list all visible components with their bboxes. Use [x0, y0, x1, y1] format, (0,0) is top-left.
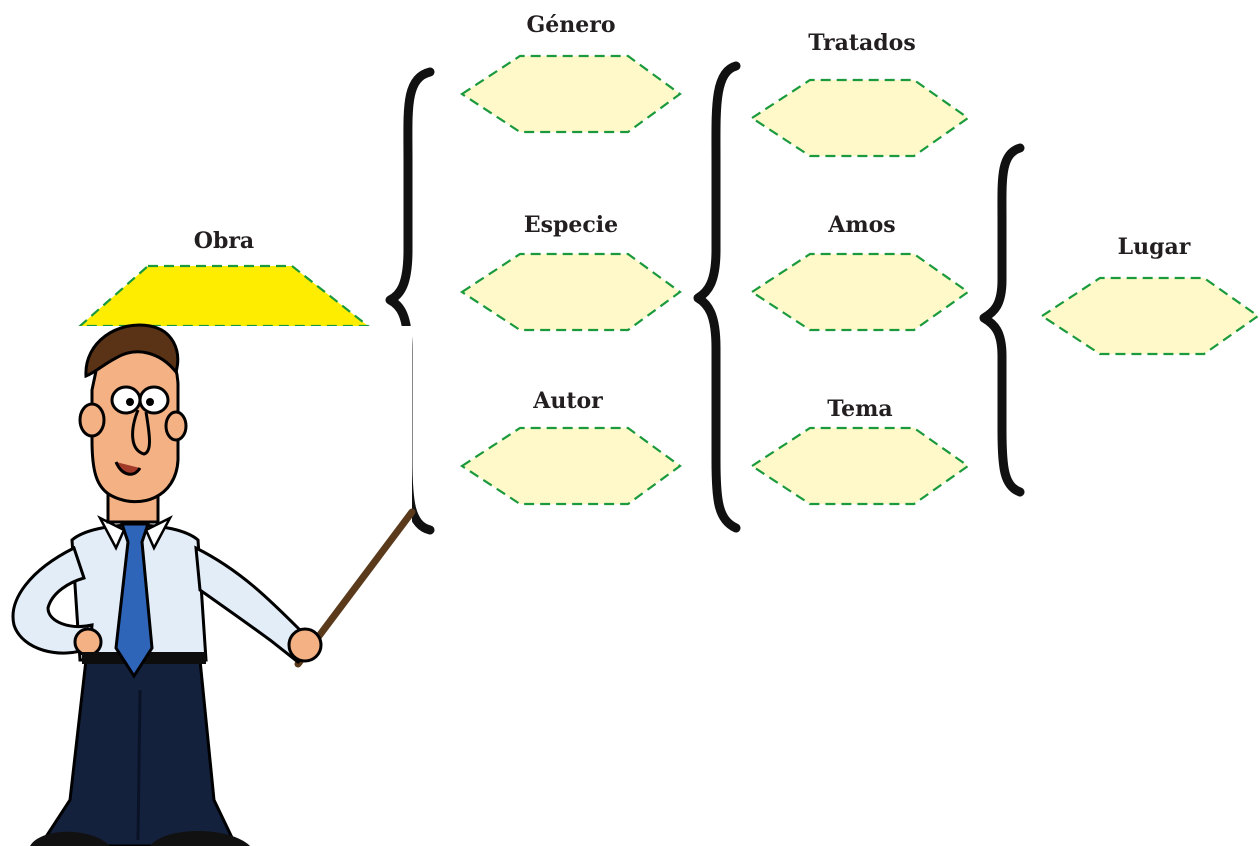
label-genero: Género [526, 12, 615, 38]
label-tratados: Tratados [808, 30, 915, 56]
label-amos: Amos [828, 212, 895, 238]
label-tema: Tema [827, 396, 892, 422]
label-obra: Obra [194, 228, 254, 254]
hexagon-autor[interactable] [462, 428, 680, 504]
brace-right [984, 148, 1020, 492]
teacher-with-pointer-icon [0, 325, 412, 846]
hexagon-lugar[interactable] [1042, 278, 1258, 354]
label-especie: Especie [524, 212, 618, 238]
hexagon-genero[interactable] [462, 56, 680, 132]
hexagon-amos[interactable] [752, 254, 968, 330]
obra-trapezoid[interactable] [80, 266, 368, 326]
hexagon-tema[interactable] [752, 428, 968, 504]
hexagon-tratados[interactable] [752, 80, 968, 156]
label-autor: Autor [533, 388, 603, 414]
label-lugar: Lugar [1118, 234, 1191, 260]
hexagon-especie[interactable] [462, 254, 680, 330]
brace-middle [698, 66, 736, 528]
